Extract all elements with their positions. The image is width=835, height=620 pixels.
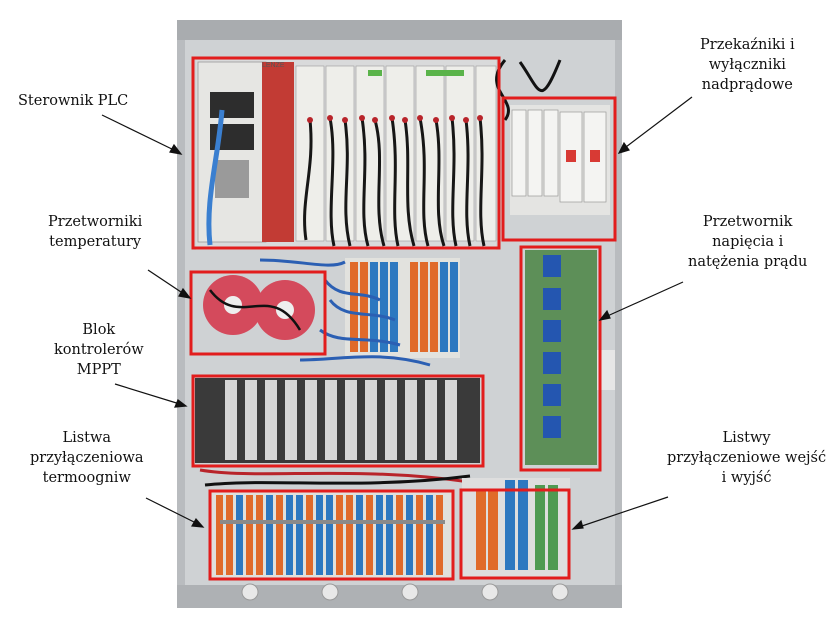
thermocouple-terminal-strip — [210, 492, 453, 578]
control-cabinet-photo — [177, 20, 622, 608]
mppt-label: Blok kontrolerów MPPT — [54, 322, 144, 378]
relays-label: Przekaźniki i wyłączniki nadprądowe — [700, 37, 795, 93]
io-terminal-strips — [462, 478, 570, 578]
vi-transducer-label: Przetwornik napięcia i natężenia prądu — [688, 214, 808, 270]
plc-arrow — [101, 114, 179, 153]
thermo-strip-label: Listwa przyłączeniowa termoogniw — [30, 430, 144, 486]
plc-label: Sterownik PLC — [18, 93, 129, 109]
plc-modules — [197, 61, 497, 247]
plc-brand-label: LENZE — [262, 62, 285, 69]
middle-terminal-block — [259, 258, 460, 367]
temp-transducers-label: Przetworniki temperatury — [48, 214, 143, 250]
relays-arrow — [621, 96, 693, 151]
io-strips-label: Listwy przyłączeniowe wejść i wyjść — [667, 430, 827, 486]
mppt-arrow — [114, 383, 184, 406]
